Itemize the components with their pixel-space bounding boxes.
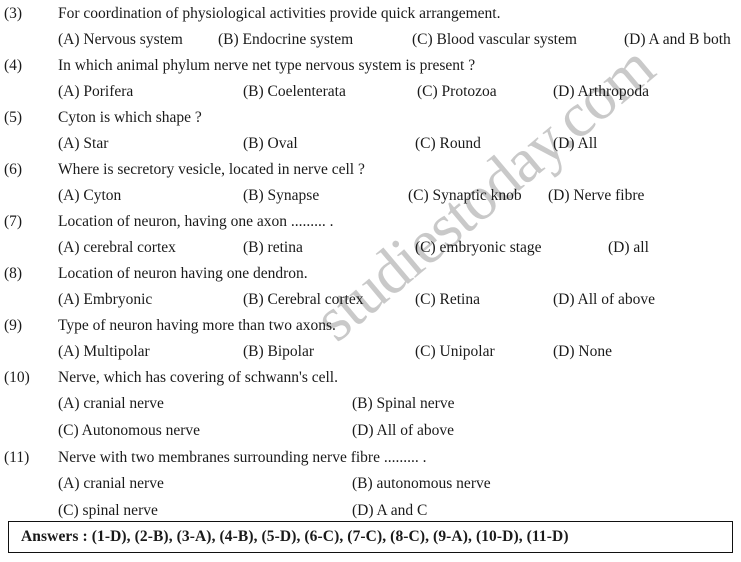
option-choice[interactable]: (A) Cyton [58, 187, 122, 204]
question-row: (10) Nerve, which has covering of schwann… [0, 367, 741, 393]
question-text: Type of neuron having more than two axon… [58, 317, 336, 334]
option-choice[interactable]: (B) Endocrine system [218, 31, 354, 48]
answers-text: Answers : (1-D), (2-B), (3-A), (4-B), (5… [21, 528, 569, 545]
option-choice[interactable]: (A) Star [58, 135, 109, 152]
option-choice[interactable]: (A) cranial nerve [58, 395, 164, 412]
option-row: (A) Nervous system (B) Endocrine system (C… [0, 29, 741, 55]
answers-box: Answers : (1-D), (2-B), (3-A), (4-B), (5… [8, 521, 733, 553]
option-row: (A) cerebral cortex (B) retina (C) embryon… [0, 237, 741, 263]
question-number: (3) [4, 5, 23, 22]
question-number: (7) [4, 213, 23, 230]
question-text: For coordination of physiological activi… [58, 5, 501, 22]
option-choice[interactable]: (C) Protozoa [417, 83, 497, 100]
option-choice[interactable]: (B) retina [243, 239, 303, 256]
option-row: (A) Cyton (B) Synapse (C) Synaptic knob (D)… [0, 185, 741, 211]
option-choice[interactable]: (D) All [553, 135, 598, 152]
option-choice[interactable]: (A) cranial nerve [58, 475, 164, 492]
option-choice[interactable]: (D) A and C [352, 502, 428, 519]
option-choice[interactable]: (D) A and B both [624, 31, 731, 48]
question-number: (8) [4, 265, 23, 282]
question-text: In which animal phylum nerve net type ne… [58, 57, 476, 74]
option-choice[interactable]: (D) All of above [553, 291, 656, 308]
option-row: (A) Multipolar (B) Bipolar (C) Unipolar (D)… [0, 341, 741, 367]
option-row: (A) Porifera (B) Coelenterata (C) Protozoa… [0, 81, 741, 107]
question-row: (7) Location of neuron, having one axon .… [0, 211, 741, 237]
question-row: (9) Type of neuron having more than two a… [0, 315, 741, 341]
option-choice[interactable]: (C) Autonomous nerve [58, 422, 201, 439]
question-row: (11) Nerve with two membranes surrounding… [0, 447, 741, 473]
option-choice[interactable]: (B) Coelenterata [243, 83, 346, 100]
option-choice[interactable]: (B) Bipolar [243, 343, 315, 360]
option-choice[interactable]: (D) Nerve fibre [548, 187, 645, 204]
question-row: (8) Location of neuron having one dendron… [0, 263, 741, 289]
option-choice[interactable]: (B) Spinal nerve [352, 395, 455, 412]
option-choice[interactable]: (A) Nervous system [58, 31, 183, 48]
option-choice[interactable]: (C) embryonic stage [415, 239, 542, 256]
option-row: (C) Autonomous nerve (D) All of above [0, 420, 741, 446]
option-choice[interactable]: (C) Retina [415, 291, 480, 308]
option-choice[interactable]: (B) Synapse [243, 187, 320, 204]
question-row: (3) For coordination of physiological act… [0, 3, 741, 29]
question-text: Location of neuron having one dendron. [58, 265, 308, 282]
question-text: Nerve, which has covering of schwann's c… [58, 369, 338, 386]
question-row: (5) Cyton is which shape ? [0, 107, 741, 133]
option-choice[interactable]: (A) Embryonic [58, 291, 153, 308]
option-choice[interactable]: (C) Synaptic knob [408, 187, 522, 204]
question-number: (9) [4, 317, 23, 334]
option-choice[interactable]: (D) all [608, 239, 649, 256]
question-row: (6) Where is secretory vesicle, located i… [0, 159, 741, 185]
question-text: Nerve with two membranes surrounding ner… [58, 449, 427, 466]
question-number: (10) [4, 369, 30, 386]
option-row: (A) cranial nerve (B) autonomous nerve [0, 473, 741, 499]
option-row: (A) Embryonic (B) Cerebral cortex (C) Reti… [0, 289, 741, 315]
option-choice[interactable]: (A) Multipolar [58, 343, 150, 360]
question-number: (11) [4, 449, 30, 466]
option-choice[interactable]: (D) All of above [352, 422, 455, 439]
option-choice[interactable]: (C) Blood vascular system [412, 31, 577, 48]
question-number: (6) [4, 161, 23, 178]
option-choice[interactable]: (B) Cerebral cortex [243, 291, 364, 308]
question-number: (4) [4, 57, 23, 74]
option-choice[interactable]: (C) Round [415, 135, 481, 152]
question-number: (5) [4, 109, 23, 126]
option-choice[interactable]: (A) Porifera [58, 83, 134, 100]
option-choice[interactable]: (C) spinal nerve [58, 502, 158, 519]
question-row: (4) In which animal phylum nerve net type… [0, 55, 741, 81]
question-text: Where is secretory vesicle, located in n… [58, 161, 365, 178]
option-choice[interactable]: (C) Unipolar [415, 343, 495, 360]
option-row: (C) spinal nerve (D) A and C [0, 500, 741, 526]
question-text: Cyton is which shape ? [58, 109, 202, 126]
option-choice[interactable]: (B) autonomous nerve [352, 475, 491, 492]
option-choice[interactable]: (D) Arthropoda [553, 83, 649, 100]
option-choice[interactable]: (A) cerebral cortex [58, 239, 176, 256]
option-row: (A) cranial nerve (B) Spinal nerve [0, 393, 741, 419]
option-choice[interactable]: (D) None [553, 343, 612, 360]
question-text: Location of neuron, having one axon ....… [58, 213, 334, 230]
option-row: (A) Star (B) Oval (C) Round (D) All [0, 133, 741, 159]
option-choice[interactable]: (B) Oval [243, 135, 298, 152]
